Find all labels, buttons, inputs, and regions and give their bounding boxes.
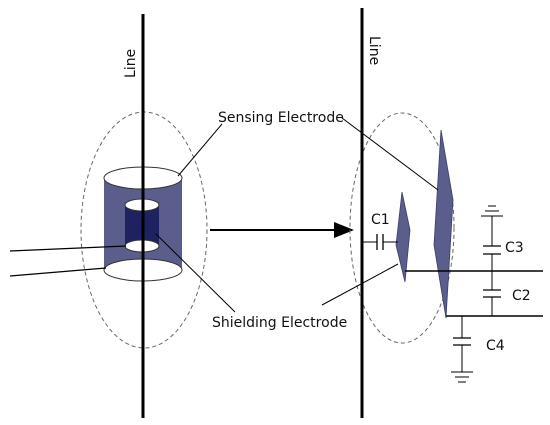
right-dashed-boundary [349,112,455,344]
c3-label: C3 [505,240,524,256]
sensing-leader-left [177,123,223,177]
c4-label: C4 [486,338,505,354]
shielding-electrode-shape [395,191,411,283]
shielding-leader-left [155,233,236,313]
shielding-leader-right [321,263,399,306]
right-line-label: Line [366,36,382,65]
c1-label: C1 [371,212,390,228]
c2-label: C2 [512,288,531,304]
sensing-leader-right [341,117,439,191]
lead-wire-top [9,245,127,252]
lead-wire-bottom [9,267,107,277]
left-line-label: Line [123,49,139,78]
sensing-electrode-shape [433,129,454,319]
sensing-electrode-label: Sensing Electrode [218,110,344,126]
shielding-electrode-label: Shielding Electrode [212,315,347,331]
